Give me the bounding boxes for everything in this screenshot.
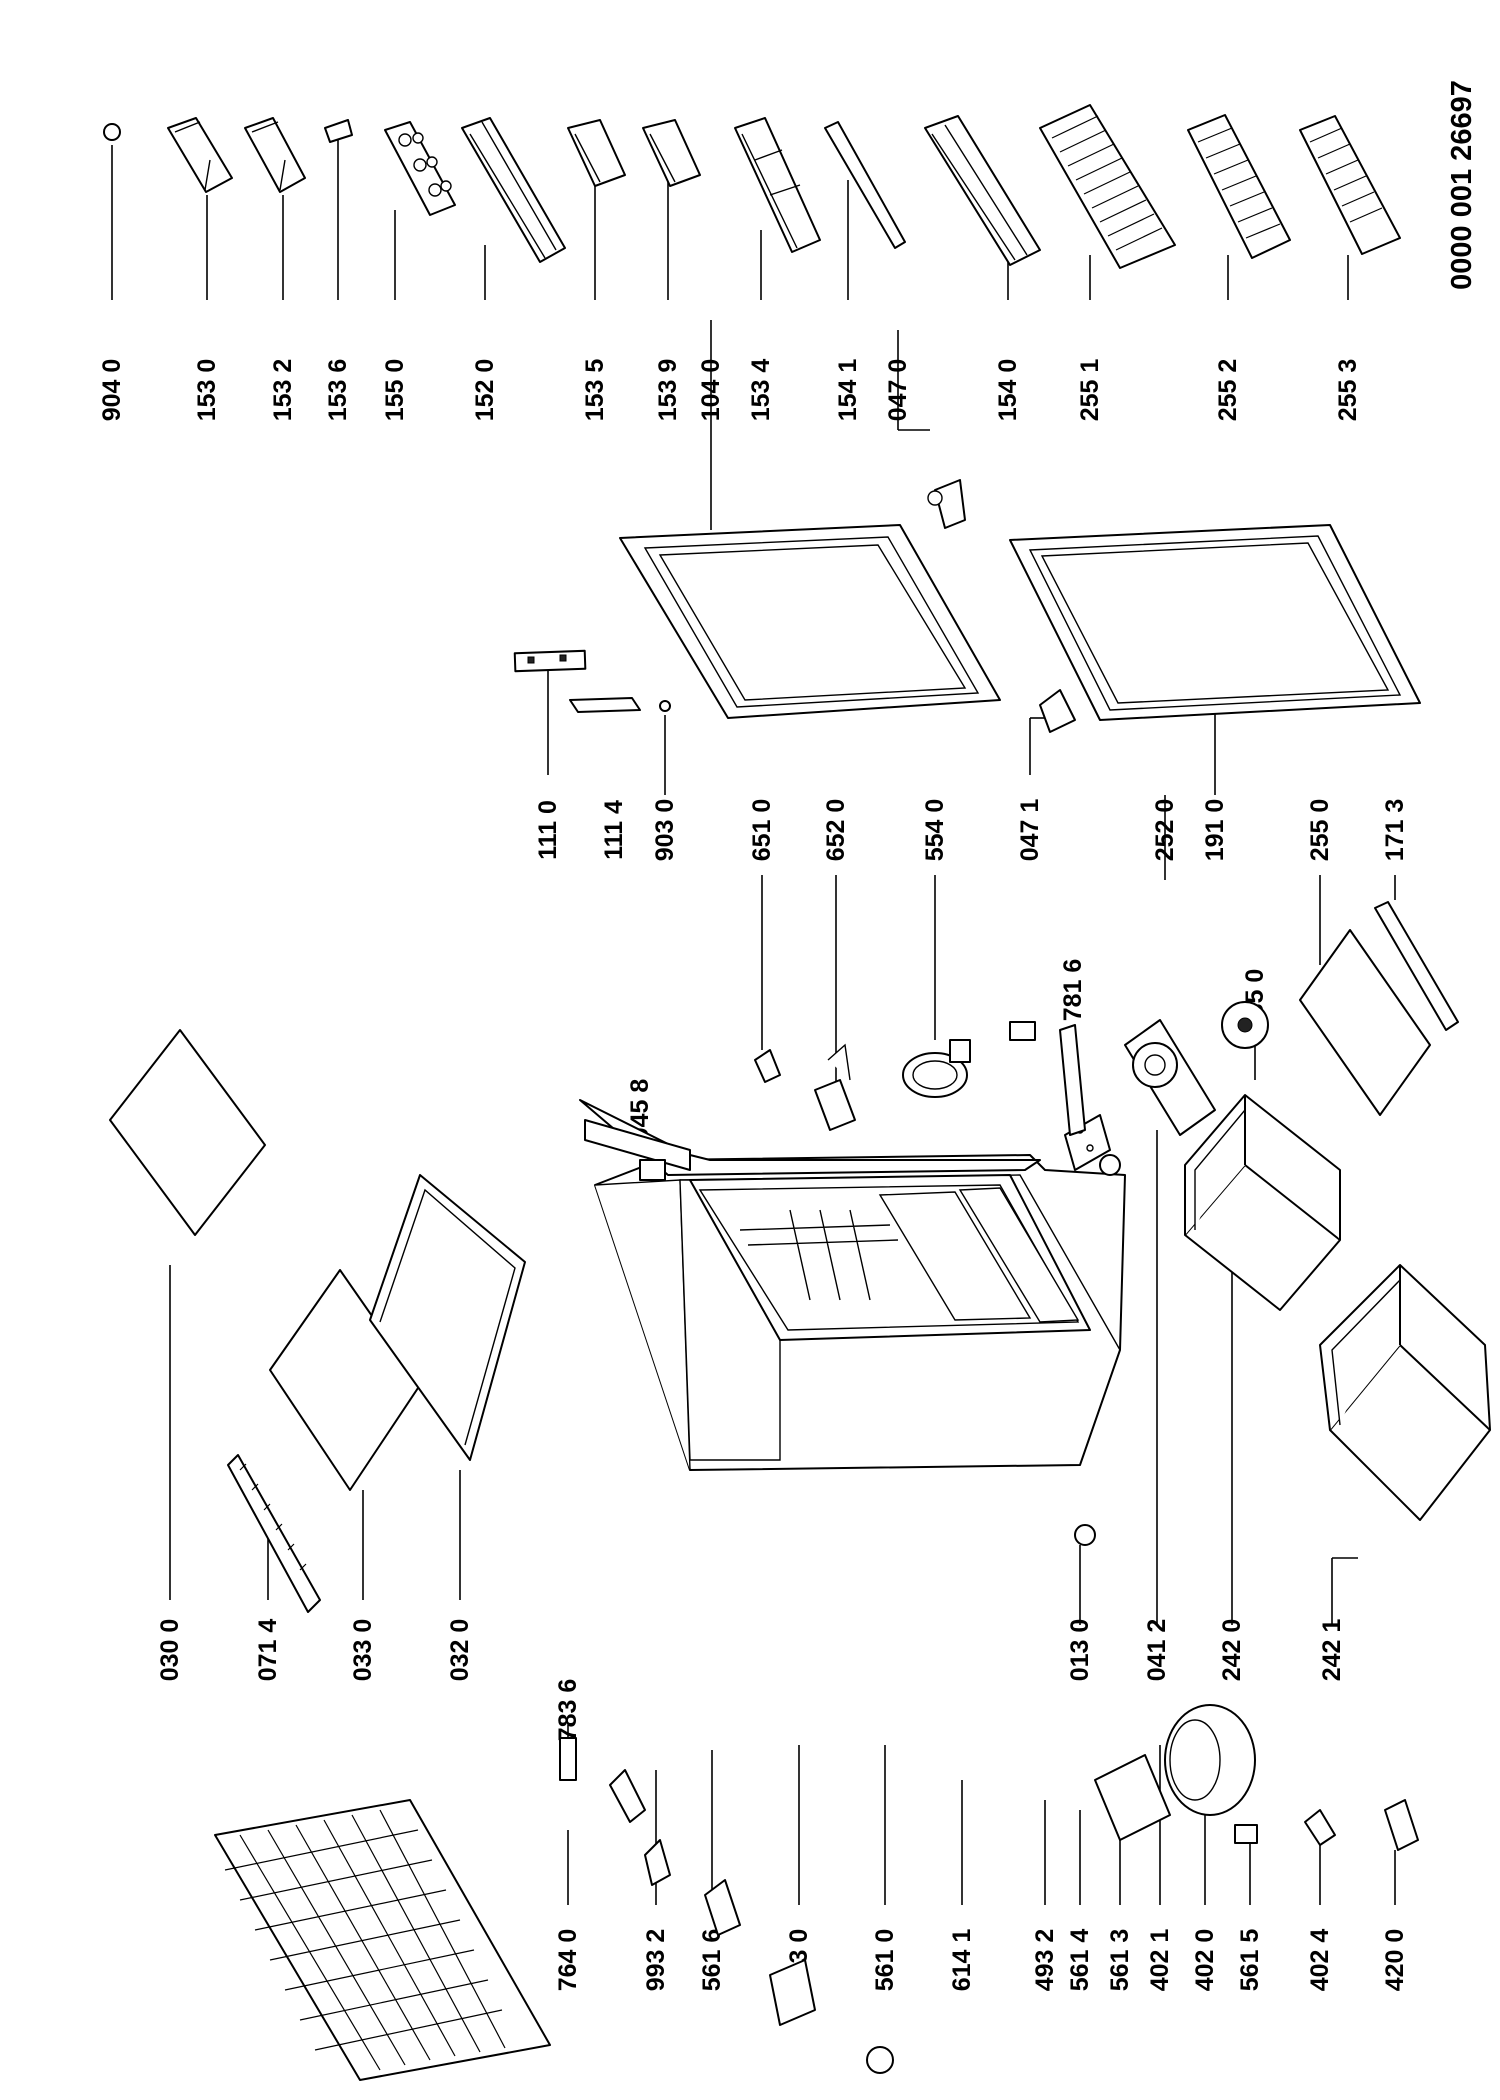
part-label: 903 0 bbox=[651, 799, 679, 862]
cap-781-6 bbox=[1009, 1021, 1036, 1041]
part-label: 561 0 bbox=[871, 1929, 899, 1992]
box-153-9 bbox=[642, 119, 701, 187]
control-parts bbox=[754, 901, 1459, 1136]
hinge-047-0 bbox=[934, 479, 966, 529]
hinge-047-1 bbox=[1039, 689, 1076, 733]
part-label: 030 0 bbox=[156, 1619, 184, 1682]
relay-493-0 bbox=[769, 1959, 816, 2026]
capacitor-420-0 bbox=[1384, 1799, 1419, 1851]
tray-153-2 bbox=[244, 117, 306, 193]
thermostat-652-0 bbox=[814, 1079, 856, 1131]
drawers bbox=[1184, 1094, 1491, 1521]
part-label: 041 2 bbox=[1143, 1619, 1171, 1682]
condenser-740-0 bbox=[214, 1799, 551, 2081]
connector-561-6 bbox=[704, 1879, 741, 1936]
part-label: 242 0 bbox=[1218, 1619, 1246, 1682]
part-label: 153 6 bbox=[324, 359, 352, 422]
part-label: 554 0 bbox=[921, 799, 949, 862]
door-accessories bbox=[103, 104, 1401, 269]
cabinet bbox=[109, 1029, 1126, 1613]
sensor-993-2 bbox=[644, 1839, 671, 1886]
part-label: 171 3 bbox=[1381, 799, 1409, 862]
part-label: 154 0 bbox=[994, 359, 1022, 422]
part-label: 561 5 bbox=[1236, 1929, 1264, 1992]
cover-561-0 bbox=[866, 2046, 894, 2074]
filter-764-0 bbox=[559, 1737, 577, 1781]
part-label: 652 0 bbox=[822, 799, 850, 862]
part-label: 111 0 bbox=[534, 800, 562, 860]
door-shelf-152-0 bbox=[461, 117, 566, 263]
strip-111-4 bbox=[569, 697, 641, 713]
grille-071-4 bbox=[227, 1454, 321, 1613]
part-label: 155 0 bbox=[381, 359, 409, 422]
strip-171-3 bbox=[1374, 901, 1459, 1031]
part-label: 561 3 bbox=[1106, 1929, 1134, 1992]
cooling-parts bbox=[214, 1704, 1419, 2081]
part-label: 191 0 bbox=[1201, 799, 1229, 862]
shelf-255-0 bbox=[1299, 929, 1431, 1116]
tray-153-0 bbox=[167, 117, 233, 193]
part-label: 033 0 bbox=[349, 1619, 377, 1682]
clip-561-5 bbox=[1234, 1824, 1258, 1844]
part-label: 071 4 bbox=[254, 1619, 282, 1682]
part-label: 651 0 bbox=[748, 799, 776, 862]
part-label: 764 0 bbox=[554, 1929, 582, 1992]
doors bbox=[513, 479, 1421, 733]
clip-153-6 bbox=[324, 119, 353, 143]
bar-154-1 bbox=[824, 121, 906, 249]
part-label: 032 0 bbox=[446, 1619, 474, 1682]
part-label: 153 2 bbox=[269, 359, 297, 422]
part-label: 153 5 bbox=[581, 359, 609, 422]
part-label: 904 0 bbox=[98, 359, 126, 422]
part-label: 154 1 bbox=[834, 359, 862, 422]
part-label: 420 0 bbox=[1381, 1929, 1409, 1992]
part-label: 402 1 bbox=[1146, 1929, 1174, 1992]
tray-402-1 bbox=[1094, 1754, 1171, 1841]
part-label: 013 0 bbox=[1066, 1619, 1094, 1682]
shelf-153-4 bbox=[734, 117, 821, 253]
part-label: 152 0 bbox=[471, 359, 499, 422]
part-label: 242 1 bbox=[1318, 1619, 1346, 1682]
screw-903-0 bbox=[659, 700, 671, 712]
part-label: 047 1 bbox=[1016, 799, 1044, 862]
box-153-5 bbox=[567, 119, 626, 187]
part-label: 153 9 bbox=[654, 359, 682, 422]
glass-shelf-255-3 bbox=[1299, 115, 1401, 255]
handle-111-0 bbox=[513, 649, 587, 673]
rod-781-6 bbox=[1059, 1024, 1086, 1136]
part-label: 561 4 bbox=[1066, 1929, 1094, 1992]
lamp-housing-554-0 bbox=[949, 1039, 971, 1063]
part-label: 153 4 bbox=[747, 359, 775, 422]
cable-783-6 bbox=[609, 1769, 646, 1823]
part-label: 561 6 bbox=[698, 1929, 726, 1992]
part-label: 255 3 bbox=[1334, 359, 1362, 422]
grommet-402-4 bbox=[1304, 1809, 1336, 1846]
document-number: 0000 001 26697 bbox=[1446, 80, 1478, 290]
part-label: 255 1 bbox=[1076, 359, 1104, 422]
foot-013-0 bbox=[1074, 1524, 1096, 1546]
glass-shelf-255-1 bbox=[1039, 104, 1176, 269]
part-label: 402 4 bbox=[1306, 1929, 1334, 1992]
part-label: 255 0 bbox=[1306, 799, 1334, 862]
part-label: 493 2 bbox=[1031, 1929, 1059, 1992]
part-label: 993 2 bbox=[642, 1929, 670, 1992]
top-cover-030-0 bbox=[109, 1029, 266, 1236]
foot-041-2 bbox=[1099, 1154, 1121, 1176]
part-label: 111 4 bbox=[600, 800, 628, 860]
part-label: 614 1 bbox=[948, 1929, 976, 1992]
glass-shelf-255-2 bbox=[1187, 114, 1291, 259]
part-label: 781 6 bbox=[1059, 959, 1087, 1022]
part-label: 255 2 bbox=[1214, 359, 1242, 422]
bolt-045-8 bbox=[639, 1159, 666, 1181]
part-labels: 904 0 153 0 153 2 153 6 155 0 152 0 153 5 153 9… bbox=[98, 80, 1478, 1991]
stopper-904-0 bbox=[103, 123, 121, 141]
part-label: 402 0 bbox=[1191, 1929, 1219, 1992]
bottle-shelf-154-0 bbox=[924, 115, 1041, 266]
part-label: 153 0 bbox=[193, 359, 221, 422]
lamp-651-0 bbox=[754, 1049, 781, 1083]
